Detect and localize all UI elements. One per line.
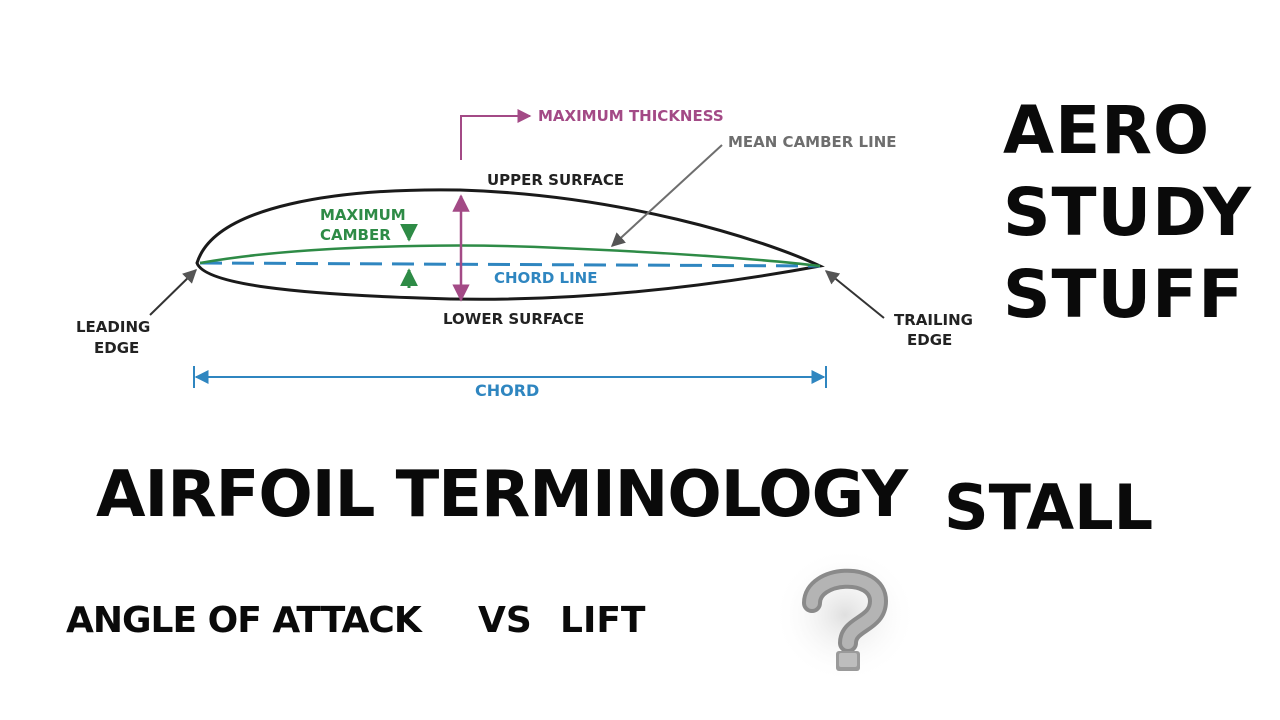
leading-edge-label-line2: EDGE: [94, 339, 139, 357]
mean-camber-line-label: MEAN CAMBER LINE: [728, 133, 897, 151]
maximum-camber-label-line2: CAMBER: [320, 226, 391, 244]
chord-line-label: CHORD LINE: [494, 269, 597, 287]
chord-label: CHORD: [475, 381, 539, 400]
trailing-edge-label-line1: TRAILING: [894, 311, 973, 329]
maximum-thickness-label: MAXIMUM THICKNESS: [538, 107, 724, 125]
lift-text: LIFT: [560, 600, 646, 641]
maximum-camber-label-line1: MAXIMUM: [320, 206, 406, 224]
angle-of-attack-text: ANGLE OF ATTACK: [66, 600, 422, 641]
airfoil-terminology-heading: AIRFOIL TERMINOLOGY: [96, 458, 908, 532]
leading-edge-label-line1: LEADING: [76, 318, 150, 336]
title-line-study: STUDY: [1003, 174, 1252, 251]
leading-edge-pointer: [149, 269, 198, 316]
aero-study-stuff-title: AERO STUDY STUFF: [1003, 90, 1252, 336]
title-line-stuff: STUFF: [1003, 256, 1245, 333]
vs-text: VS: [478, 600, 532, 641]
mean-camber-line: [199, 244, 821, 268]
lower-surface-label: LOWER SURFACE: [443, 310, 584, 328]
trailing-edge-pointer: [824, 270, 885, 319]
chord-line: [199, 261, 821, 268]
trailing-edge-label-line2: EDGE: [907, 331, 952, 349]
upper-surface-label: UPPER SURFACE: [487, 171, 624, 189]
question-mark-icon: [773, 547, 917, 683]
max-thickness-leader: [460, 109, 532, 160]
stall-heading: STALL: [944, 471, 1154, 544]
mean-camber-pointer: [610, 144, 723, 247]
title-line-aero: AERO: [1003, 92, 1211, 169]
